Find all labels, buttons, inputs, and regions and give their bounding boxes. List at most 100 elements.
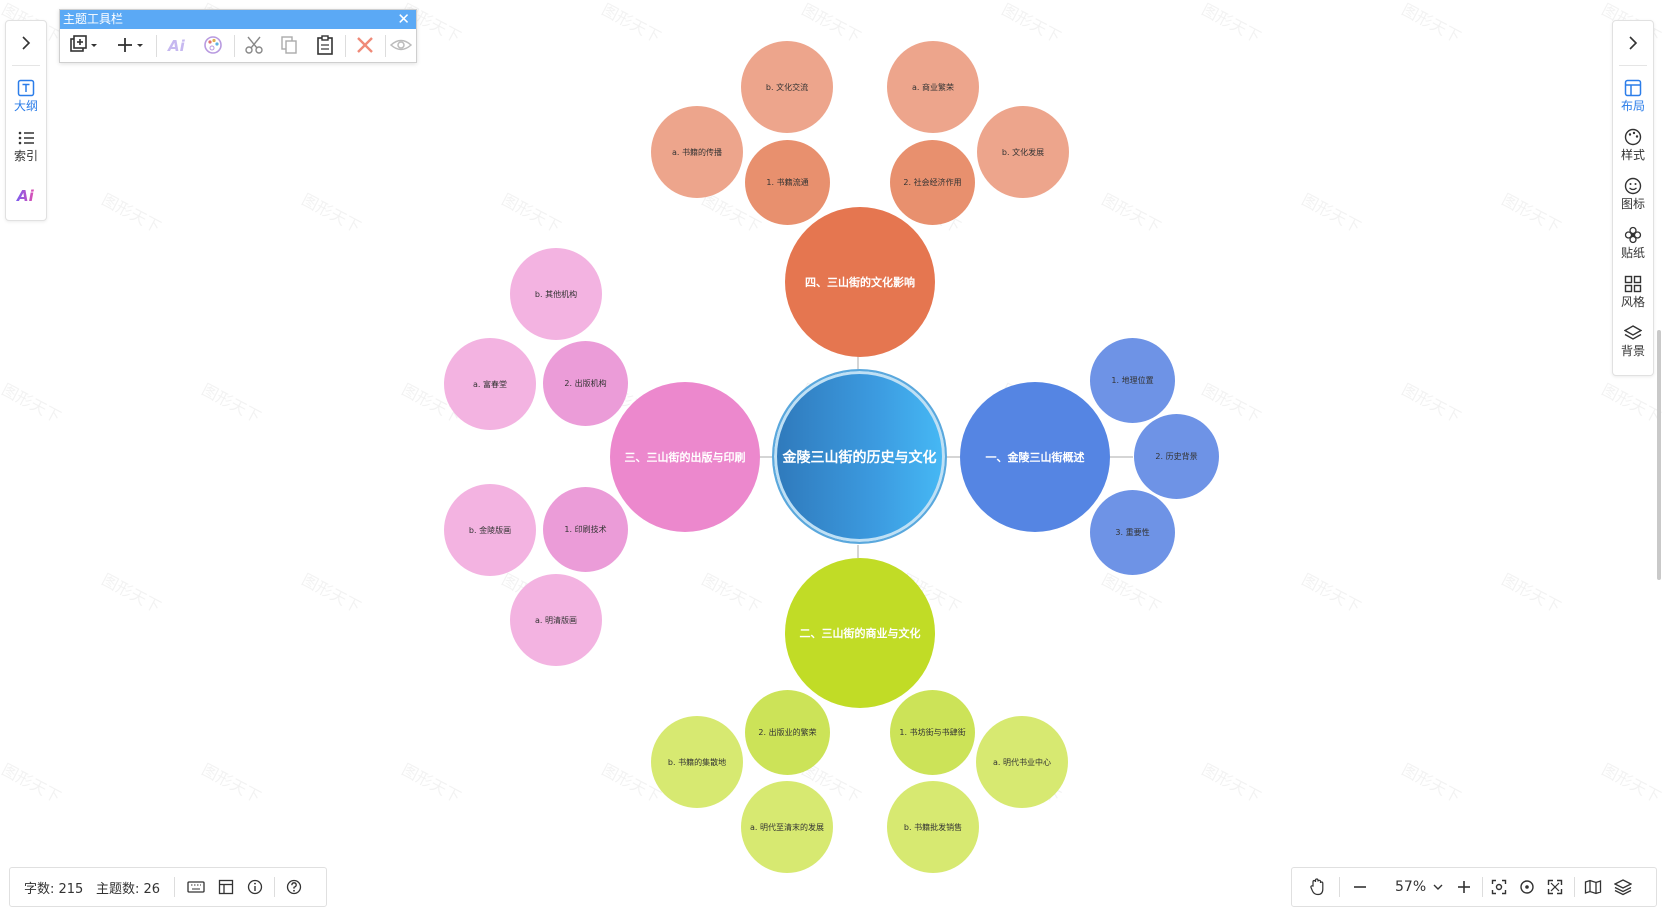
zoom-out-button[interactable]: [1352, 868, 1368, 906]
leaf-topic[interactable]: b. 书籍的集散地: [651, 716, 743, 808]
leaf-topic-label: b. 书籍的集散地: [667, 757, 727, 767]
leaf-topic[interactable]: b. 文化发展: [977, 106, 1069, 198]
right-sidebar: 布局 样式 图标 贴纸 风格 背景: [1612, 20, 1654, 376]
sidebar-item-sticker[interactable]: 贴纸: [1613, 226, 1653, 261]
sidebar-item-layout[interactable]: 布局: [1613, 79, 1653, 114]
delete-button[interactable]: [350, 33, 380, 57]
mindmap-root-topic[interactable]: 金陵三山街的历史与文化: [772, 369, 947, 544]
ai-button[interactable]: Ai: [162, 33, 192, 57]
vertical-scrollbar[interactable]: [1657, 330, 1661, 580]
panel-layout-icon: [218, 879, 234, 895]
style-button[interactable]: [198, 33, 228, 57]
main-topic-label: 一、金陵三山街概述: [985, 451, 1085, 464]
leaf-topic[interactable]: a. 商业繁荣: [887, 41, 979, 133]
ai-icon: Ai: [16, 187, 35, 205]
leaf-topic[interactable]: 1. 书籍流通: [745, 140, 830, 225]
chevron-right-icon: [1629, 36, 1638, 50]
sidebar-item-index[interactable]: 索引: [6, 129, 46, 164]
sidebar-item-background[interactable]: 背景: [1613, 324, 1653, 359]
layout-icon: [1624, 79, 1642, 97]
topic-toolbar: 主题工具栏 ✕ Ai: [59, 9, 417, 63]
paste-button[interactable]: [310, 33, 340, 57]
leaf-topic-label: b. 其他机构: [534, 289, 578, 299]
fit-selection-button[interactable]: [1491, 868, 1507, 906]
word-count: 字数: 215: [24, 881, 84, 897]
left-expand-button[interactable]: [6, 35, 46, 51]
ai-icon: Ai: [167, 37, 186, 55]
layout-view-button[interactable]: [218, 868, 234, 906]
copy-button[interactable]: [274, 33, 304, 57]
sidebar-item-ai[interactable]: Ai: [6, 185, 46, 205]
leaf-topic[interactable]: 3. 重要性: [1090, 490, 1175, 575]
sidebar-item-style[interactable]: 样式: [1613, 128, 1653, 163]
leaf-topic-label: 2. 出版机构: [564, 379, 607, 388]
info-icon: [247, 879, 263, 895]
leaf-topic[interactable]: 2. 出版机构: [543, 341, 628, 426]
cut-button[interactable]: [239, 33, 269, 57]
map-icon: [1584, 879, 1602, 895]
main-topic-overview[interactable]: 一、金陵三山街概述: [960, 382, 1110, 532]
pan-mode-button[interactable]: [1309, 868, 1325, 906]
leaf-topic[interactable]: 1. 印刷技术: [543, 487, 628, 572]
zoom-in-button[interactable]: [1456, 868, 1472, 906]
toolbar-title-bar[interactable]: 主题工具栏 ✕: [60, 10, 416, 29]
svg-text:Ai: Ai: [16, 187, 35, 205]
main-topic-commerce[interactable]: 二、三山街的商业与文化: [785, 558, 935, 708]
leaf-topic[interactable]: 2. 社会经济作用: [890, 140, 975, 225]
keyboard-button[interactable]: [187, 868, 205, 906]
hand-pointer-icon: [1310, 878, 1324, 896]
leaf-topic[interactable]: 2. 历史背景: [1134, 414, 1219, 499]
sidebar-item-label: 索引: [13, 149, 38, 163]
leaf-topic-label: 3. 重要性: [1115, 528, 1150, 537]
help-button[interactable]: [286, 868, 302, 906]
main-topic-label: 四、三山街的文化影响: [805, 276, 915, 289]
leaf-topic-label: 1. 书坊街与书肆街: [899, 728, 966, 737]
zoom-level-select[interactable]: 57%: [1395, 868, 1444, 906]
leaf-topic[interactable]: 2. 出版业的繁荣: [745, 690, 830, 775]
sidebar-item-label: 样式: [1620, 148, 1645, 162]
status-bar-right: 57%: [1291, 867, 1657, 907]
leaf-topic[interactable]: b. 书籍批发销售: [887, 781, 979, 873]
leaf-topic[interactable]: a. 明清版画: [510, 574, 602, 666]
sidebar-item-label: 大纲: [13, 99, 38, 113]
layers-icon: [1624, 325, 1642, 340]
topic-count: 主题数: 26: [96, 881, 161, 897]
svg-text:Ai: Ai: [167, 37, 186, 55]
palette-icon: [204, 36, 222, 54]
leaf-topic-label: a. 富春堂: [473, 379, 507, 389]
leaf-topic[interactable]: b. 其他机构: [510, 248, 602, 340]
plus-icon: [1458, 881, 1470, 893]
visibility-button[interactable]: [386, 33, 416, 57]
palette-icon: [1624, 128, 1642, 146]
fullscreen-icon: [1547, 879, 1563, 895]
leaf-topic-label: 2. 历史背景: [1155, 452, 1198, 461]
main-topic-label: 三、三山街的出版与印刷: [624, 451, 746, 464]
fullscreen-button[interactable]: [1547, 868, 1563, 906]
toolbar-close-button[interactable]: ✕: [397, 10, 410, 28]
info-button[interactable]: [247, 868, 263, 906]
minus-icon: [1354, 886, 1366, 888]
leaf-topic[interactable]: b. 文化交流: [741, 41, 833, 133]
leaf-topic[interactable]: a. 明代书业中心: [976, 716, 1068, 808]
right-expand-button[interactable]: [1613, 35, 1653, 51]
leaf-topic[interactable]: a. 富春堂: [444, 338, 536, 430]
sidebar-item-outline[interactable]: 大纲: [6, 79, 46, 114]
leaf-topic[interactable]: a. 书籍的传播: [651, 106, 743, 198]
target-icon: [1520, 880, 1534, 894]
leaf-topic-label: a. 明清版画: [535, 615, 577, 625]
main-topic-publishing[interactable]: 三、三山街的出版与印刷: [610, 382, 760, 532]
delete-x-icon: [357, 37, 373, 53]
leaf-topic[interactable]: 1. 地理位置: [1090, 338, 1175, 423]
add-button[interactable]: [114, 33, 148, 57]
center-button[interactable]: [1519, 868, 1535, 906]
sidebar-item-icons[interactable]: 图标: [1613, 177, 1653, 212]
zoom-level: 57%: [1395, 879, 1427, 895]
sidebar-item-theme[interactable]: 风格: [1613, 275, 1653, 310]
minimap-button[interactable]: [1584, 868, 1602, 906]
insert-topic-button[interactable]: [66, 33, 100, 57]
leaf-topic[interactable]: b. 金陵版画: [444, 484, 536, 576]
layers-button[interactable]: [1614, 868, 1632, 906]
leaf-topic[interactable]: a. 明代至清末的发展: [741, 781, 833, 873]
main-topic-influence[interactable]: 四、三山街的文化影响: [785, 207, 935, 357]
leaf-topic[interactable]: 1. 书坊街与书肆街: [890, 690, 975, 775]
